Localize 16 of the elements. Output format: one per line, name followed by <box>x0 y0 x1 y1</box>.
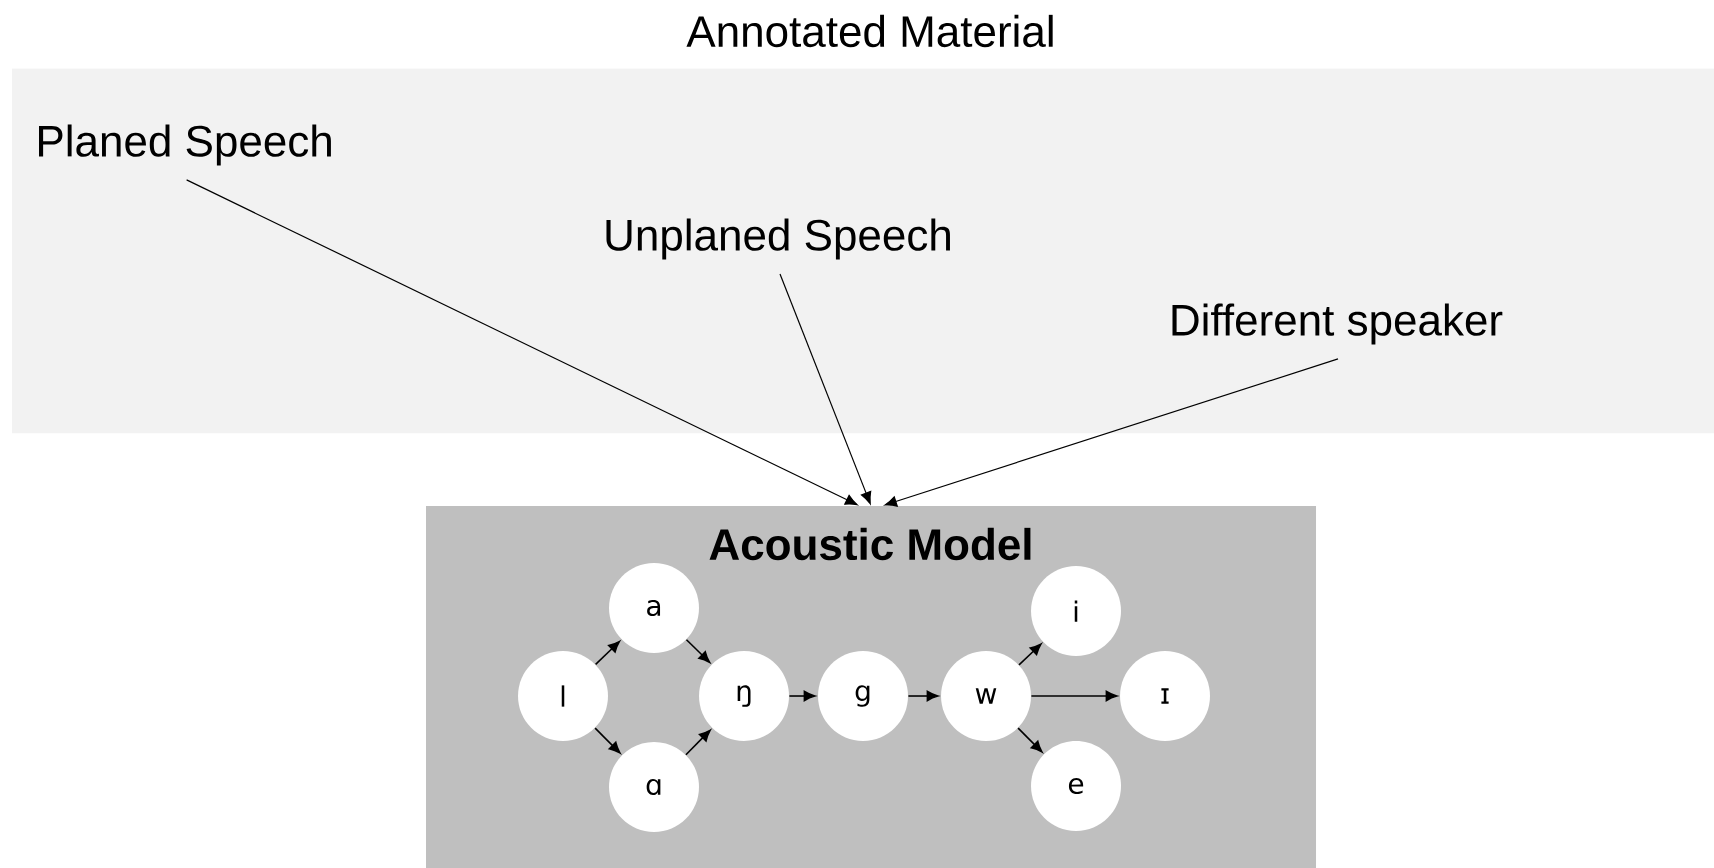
arrow <box>1017 727 1043 753</box>
arrow <box>779 273 872 505</box>
source-label: Unplaned Speech <box>606 218 950 260</box>
arrow <box>884 358 1339 507</box>
node-label: Annotated Material <box>686 14 1053 48</box>
arrow <box>1018 643 1042 666</box>
source-label: Different speaker <box>1172 303 1503 345</box>
arrow <box>907 690 939 702</box>
arrow <box>685 638 711 664</box>
arrow <box>186 179 858 506</box>
arrow <box>594 727 621 754</box>
source-label: Planed Speech <box>39 124 331 166</box>
arrow <box>1030 690 1118 702</box>
arrow <box>594 640 621 666</box>
arrow <box>685 729 711 756</box>
arrow <box>788 690 816 702</box>
